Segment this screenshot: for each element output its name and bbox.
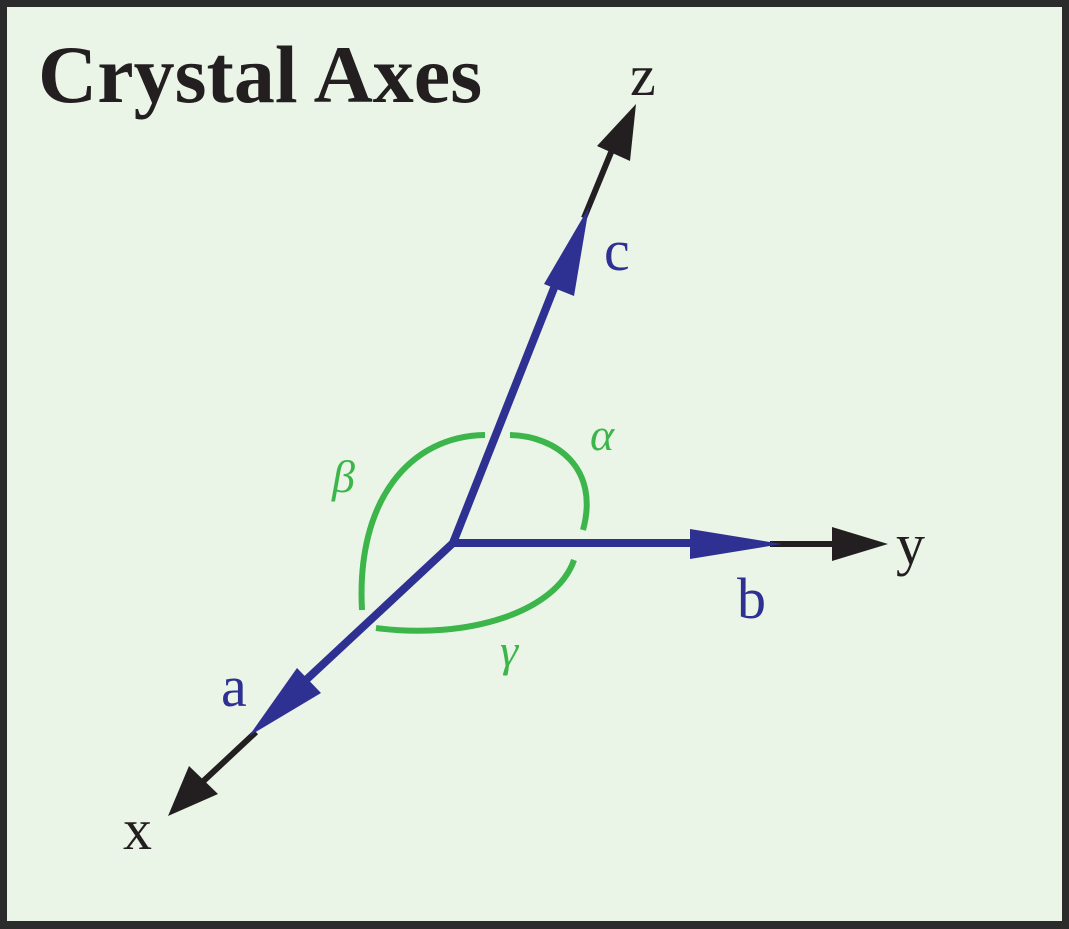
- x-axis-arrowhead: [168, 766, 218, 816]
- c-vector-label: c: [604, 218, 630, 283]
- y-axis-arrowhead: [832, 527, 888, 561]
- gamma-arc: [375, 558, 577, 634]
- x-axis-line: [193, 729, 259, 791]
- b-vector-arrowhead: [690, 529, 782, 559]
- alpha-arc: [509, 432, 590, 531]
- lattice-vectors: [249, 207, 782, 736]
- axis-lines: [168, 104, 888, 816]
- alpha-label: α: [590, 409, 615, 460]
- c-vector-line: [449, 281, 560, 545]
- a-vector-label: a: [221, 654, 247, 719]
- a-vector-line: [303, 540, 456, 683]
- b-vector-label: b: [737, 566, 766, 631]
- beta-arc: [358, 432, 486, 611]
- a-vector-arrowhead: [249, 668, 321, 736]
- z-axis-line: [581, 148, 615, 220]
- z-axis-label: z: [630, 43, 656, 108]
- c-vector-arrowhead: [544, 207, 589, 296]
- gamma-label: γ: [500, 625, 520, 676]
- z-axis-arrowhead: [597, 104, 636, 161]
- diagram-title: Crystal Axes: [38, 29, 482, 120]
- x-axis-label: x: [123, 797, 152, 862]
- y-axis-label: y: [896, 512, 925, 577]
- angle-arcs: [358, 432, 590, 634]
- beta-label: β: [331, 451, 355, 502]
